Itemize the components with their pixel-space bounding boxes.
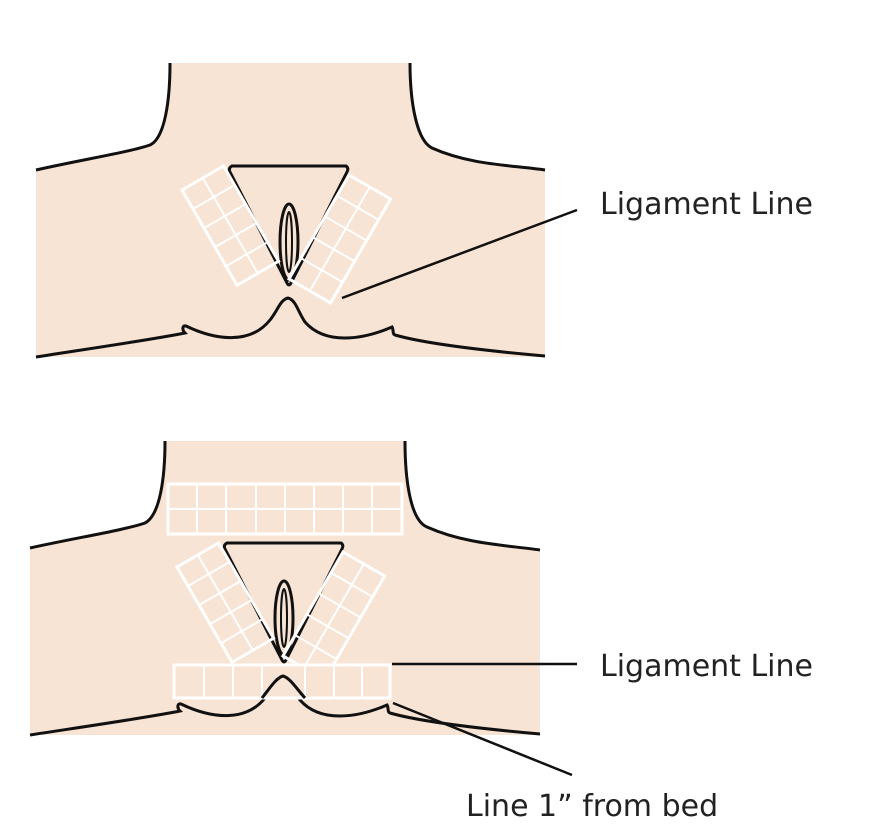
bed-line-label: Line 1” from bed bbox=[466, 789, 719, 824]
inner-oval-inner-2 bbox=[280, 588, 288, 648]
panel-bottom bbox=[29, 440, 577, 777]
left-tape-strip-2 bbox=[174, 540, 276, 665]
left-tape-strip bbox=[179, 163, 281, 288]
inner-oval-inner bbox=[285, 211, 293, 273]
top-horizontal-tape bbox=[166, 482, 404, 536]
triangle-region bbox=[227, 164, 350, 287]
body-silhouette-2 bbox=[30, 441, 540, 735]
bottom-horizontal-tape bbox=[172, 663, 392, 700]
bed-line-leader bbox=[392, 701, 573, 777]
ligament-line-label-top: Ligament Line bbox=[600, 187, 813, 222]
bottom-body-outline bbox=[35, 296, 546, 359]
panel-top bbox=[35, 62, 578, 359]
triangle-region-2 bbox=[222, 541, 345, 664]
ligament-line-label-bottom: Ligament Line bbox=[600, 649, 813, 684]
right-body-outline bbox=[408, 62, 546, 172]
left-body-outline-2 bbox=[29, 440, 167, 550]
right-body-outline-2 bbox=[403, 440, 541, 552]
body-silhouette bbox=[36, 63, 545, 357]
ligament-line-leader-top bbox=[341, 208, 578, 300]
right-tape-strip bbox=[286, 172, 393, 305]
left-body-outline bbox=[35, 62, 172, 172]
